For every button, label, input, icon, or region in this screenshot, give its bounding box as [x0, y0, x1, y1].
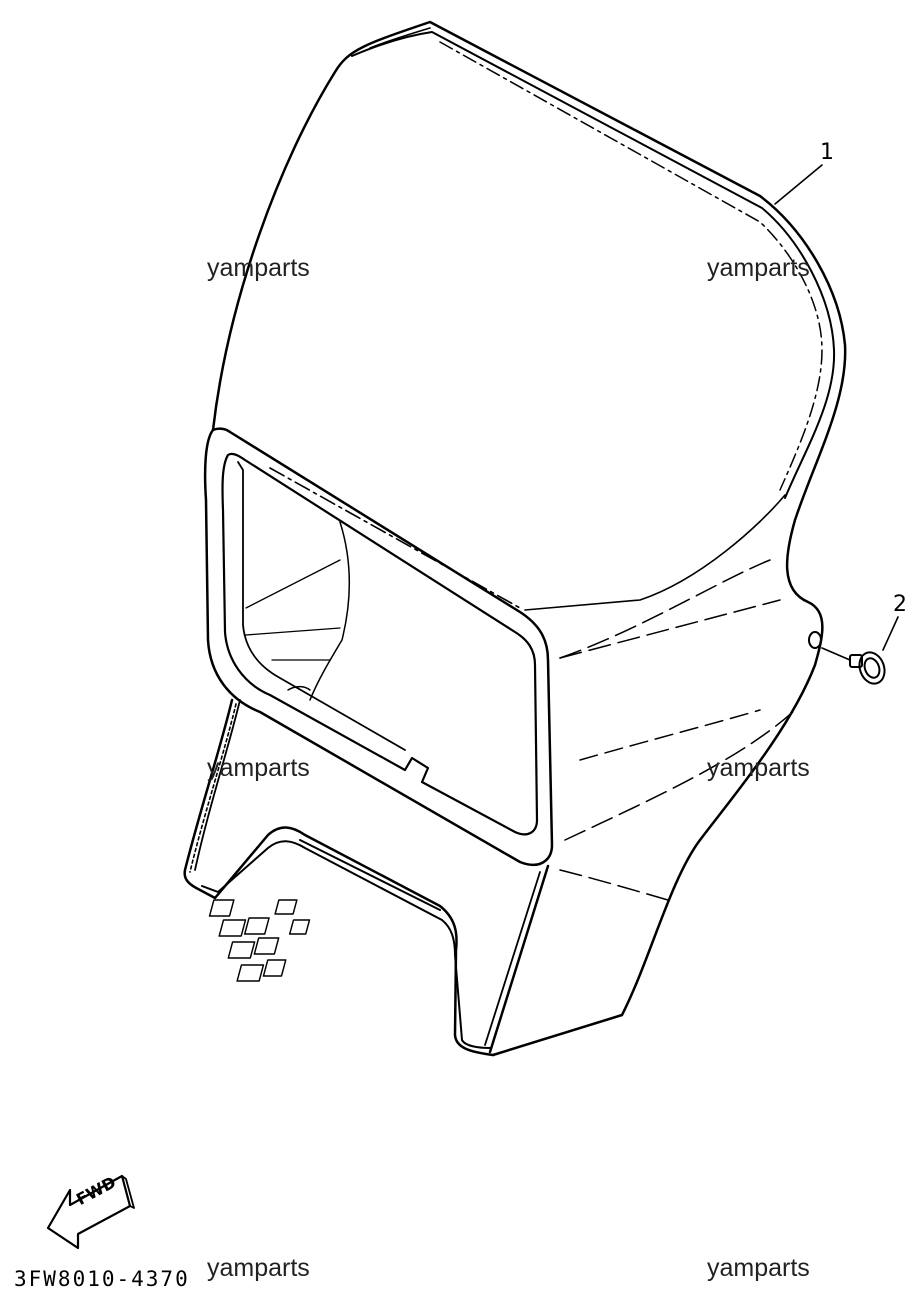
watermark-text: yamparts	[207, 1254, 310, 1282]
callout-1-label: 1	[820, 140, 834, 165]
watermark-text: yamparts	[707, 254, 810, 282]
watermark-text: yamparts	[207, 754, 310, 782]
watermark-text: yamparts	[707, 1254, 810, 1282]
headlight-cowl-part	[183, 20, 847, 1057]
fwd-arrow-icon	[46, 1174, 135, 1250]
part-code: 3FW8010-4370	[14, 1267, 190, 1291]
watermark-text: yamparts	[707, 754, 810, 782]
screw-part	[821, 616, 899, 685]
watermark-text: yamparts	[207, 254, 310, 282]
callout-2-label: 2	[893, 592, 907, 617]
callout-1-leader	[774, 164, 823, 205]
